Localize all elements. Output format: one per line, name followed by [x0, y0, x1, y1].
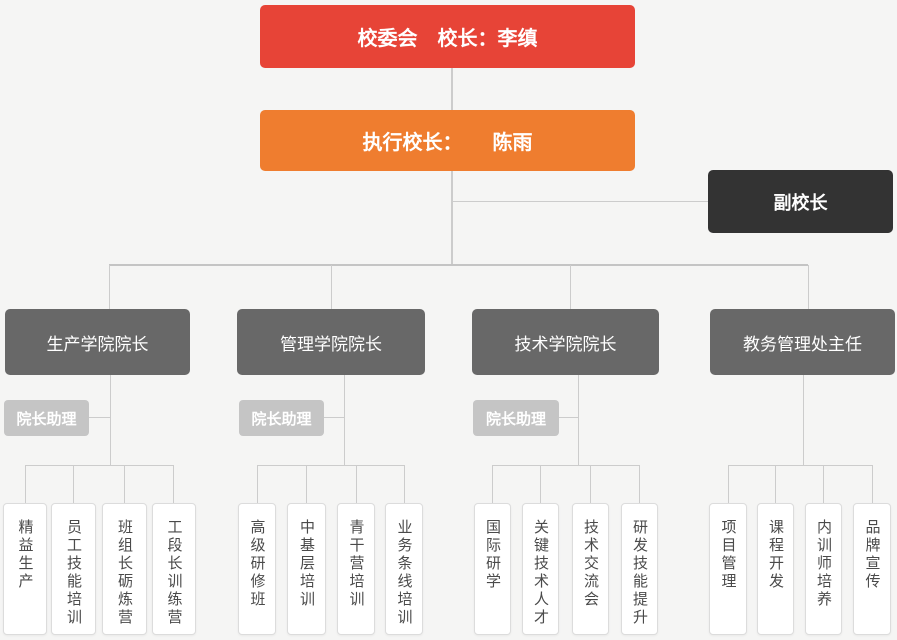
connector-line [356, 465, 357, 503]
dean-label: 教务管理处主任 [743, 334, 862, 354]
program-label: 员工技能培训 [65, 519, 82, 627]
connector-line [109, 265, 110, 309]
connector-line [109, 264, 808, 266]
connector-line [728, 465, 729, 503]
program-box: 高级研修班 [238, 503, 276, 635]
program-box: 研发技能提升 [621, 503, 658, 635]
dean-box-technology-college: 技术学院院长 [472, 309, 659, 375]
root-box: 校委会 校长：李缜 [260, 5, 635, 68]
program-box: 青干营培训 [337, 503, 375, 635]
connector-line [89, 417, 110, 418]
connector-line [559, 417, 578, 418]
connector-line [73, 465, 74, 503]
program-label: 精益生产 [16, 519, 34, 591]
connector-line [808, 265, 809, 309]
program-box: 员工技能培训 [51, 503, 96, 635]
program-box: 项目管理 [709, 503, 747, 635]
executive-box-label: 执行校长： 陈雨 [362, 132, 533, 154]
connector-line [331, 265, 332, 309]
program-box: 精益生产 [3, 503, 47, 635]
connector-line [775, 465, 776, 503]
connector-line [803, 375, 804, 465]
connector-line [872, 465, 873, 503]
connector-line [25, 465, 174, 466]
program-box: 内训师培养 [805, 503, 842, 635]
connector-line [257, 465, 258, 503]
program-box: 品牌宣传 [853, 503, 891, 635]
dean-label: 管理学院院长 [280, 334, 382, 354]
connector-line [110, 375, 111, 465]
assistant-badge: 院长助理 [4, 400, 89, 436]
program-label: 关键技术人才 [532, 519, 549, 627]
connector-line [639, 465, 640, 503]
assistant-badge-label: 院长助理 [485, 410, 546, 428]
connector-line [823, 465, 824, 503]
program-box: 班组长砺炼营 [102, 503, 147, 635]
program-label: 技术交流会 [582, 519, 599, 609]
program-box: 国际研学 [474, 503, 511, 635]
program-label: 项目管理 [719, 519, 737, 591]
connector-line [578, 375, 579, 465]
connector-line [306, 465, 307, 503]
connector-line [570, 265, 571, 309]
executive-box: 执行校长： 陈雨 [260, 110, 635, 171]
program-label: 高级研修班 [248, 519, 266, 609]
vice-principal-box: 副校长 [708, 170, 893, 233]
connector-line [492, 465, 493, 503]
connector-line [452, 201, 708, 202]
dean-label: 技术学院院长 [514, 334, 617, 354]
assistant-badge-label: 院长助理 [251, 410, 312, 428]
assistant-badge-label: 院长助理 [16, 410, 77, 428]
program-box: 关键技术人才 [522, 503, 559, 635]
root-box-label: 校委会 校长：李缜 [357, 28, 538, 50]
connector-line [728, 465, 872, 466]
program-box: 中基层培训 [287, 503, 326, 635]
connector-line [404, 465, 405, 503]
program-label: 青干营培训 [347, 519, 365, 609]
vice-principal-label: 副校长 [773, 192, 828, 213]
connector-line [173, 465, 174, 503]
connector-line [324, 417, 344, 418]
program-label: 中基层培训 [298, 519, 315, 609]
connector-line [124, 465, 125, 503]
program-label: 品牌宣传 [863, 519, 881, 591]
assistant-badge: 院长助理 [239, 400, 324, 436]
program-label: 内训师培养 [815, 519, 832, 609]
program-label: 课程开发 [767, 519, 784, 591]
connector-line [540, 465, 541, 503]
connector-line [257, 465, 404, 466]
connector-line [344, 375, 345, 465]
program-box: 技术交流会 [572, 503, 609, 635]
dean-box-academic-affairs: 教务管理处主任 [710, 309, 895, 375]
program-label: 研发技能提升 [631, 519, 648, 627]
dean-box-management-college: 管理学院院长 [237, 309, 425, 375]
assistant-badge: 院长助理 [473, 400, 559, 436]
connector-line [492, 465, 639, 466]
program-box: 工段长训练营 [152, 503, 196, 635]
program-label: 班组长砺炼营 [116, 519, 133, 627]
program-label: 业务条线培训 [395, 519, 413, 627]
program-box: 课程开发 [757, 503, 794, 635]
program-label: 工段长训练营 [165, 519, 183, 627]
program-label: 国际研学 [484, 519, 501, 591]
connector-line [25, 465, 26, 503]
program-box: 业务条线培训 [385, 503, 423, 635]
dean-box-production-college: 生产学院院长 [5, 309, 190, 375]
connector-line [451, 68, 453, 110]
dean-label: 生产学院院长 [46, 334, 149, 354]
connector-line [590, 465, 591, 503]
connector-line [451, 171, 453, 265]
